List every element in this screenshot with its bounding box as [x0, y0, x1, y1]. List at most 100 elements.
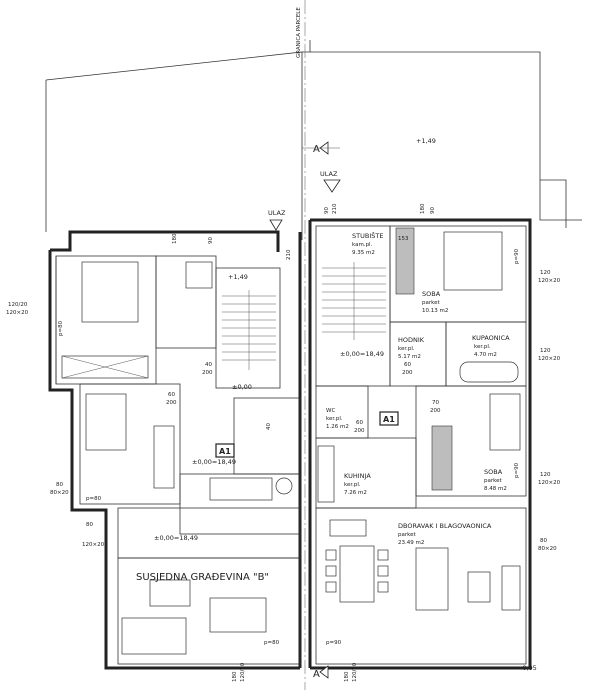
svg-text:120: 120 — [540, 472, 551, 478]
svg-text:5.17 m2: 5.17 m2 — [398, 354, 421, 360]
svg-text:parket: parket — [484, 478, 502, 484]
svg-text:p=90: p=90 — [326, 640, 342, 646]
right-bedroom-2 — [415, 385, 527, 497]
svg-text:120×20: 120×20 — [538, 356, 561, 362]
svg-text:80: 80 — [56, 482, 63, 488]
svg-text:10.13 m2: 10.13 m2 — [422, 308, 448, 314]
dining-table — [339, 545, 375, 603]
parcel-right-notch — [540, 179, 567, 228]
svg-text:200: 200 — [354, 428, 365, 434]
svg-text:ker.pl.: ker.pl. — [344, 482, 361, 488]
right-armchair — [467, 571, 491, 603]
wardrobe-1 — [61, 355, 149, 379]
svg-text:180: 180 — [232, 671, 238, 682]
svg-text:90: 90 — [208, 237, 214, 244]
room-label-stairwell: STUBIŠTE kam.pl. 9.35 m2 — [352, 231, 383, 256]
svg-text:200: 200 — [202, 370, 213, 376]
dining-chairs — [325, 549, 389, 593]
svg-text:HODNIK: HODNIK — [398, 336, 425, 344]
svg-text:p=90: p=90 — [514, 462, 520, 478]
svg-text:120×20: 120×20 — [6, 310, 29, 316]
left-counter — [209, 477, 273, 501]
single-bed — [85, 393, 127, 451]
left-stair-box — [215, 267, 281, 389]
svg-text:210: 210 — [332, 203, 338, 214]
svg-text:120×20: 120×20 — [538, 480, 561, 486]
room-label-hallway: HODNIK ker.pl. 5.17 m2 — [398, 336, 425, 360]
right-building-outer-wall — [310, 218, 532, 670]
dimension-labels: 120/20 120×20 80 80×20 80 120×20 120 120… — [6, 203, 561, 682]
elevation-left-living: ±0,00=18,49 — [154, 534, 198, 542]
svg-text:80: 80 — [86, 522, 93, 528]
double-bed-1 — [81, 261, 139, 323]
svg-text:80: 80 — [540, 538, 547, 544]
right-entrance-arrow — [323, 179, 341, 193]
svg-text:40: 40 — [266, 423, 272, 430]
left-sofa-2 — [209, 597, 267, 633]
svg-text:120×20: 120×20 — [82, 542, 105, 548]
svg-text:120/20: 120/20 — [8, 302, 28, 308]
right-tv-unit — [501, 565, 521, 611]
wardrobe-2 — [153, 425, 175, 489]
room-label-living: DBORAVAK I BLAGOVAONICA parket 23.49 m2 — [398, 522, 492, 546]
room-label-kitchen: KUHINJA ker.pl. 7.26 m2 — [344, 472, 371, 496]
svg-text:p=80: p=80 — [264, 640, 280, 646]
svg-text:ker.pl.: ker.pl. — [398, 346, 415, 352]
left-entrance-arrow — [269, 219, 283, 231]
elevation-left-stair: +1,49 — [228, 273, 248, 281]
kitchen-counter — [317, 445, 335, 503]
svg-text:180: 180 — [172, 233, 178, 244]
section-bottom-arrow — [319, 665, 329, 679]
left-building-outer-wall — [48, 250, 300, 670]
svg-text:4.70 m2: 4.70 m2 — [474, 352, 497, 358]
svg-text:WC: WC — [326, 408, 335, 414]
svg-text:kam.pl.: kam.pl. — [352, 242, 373, 248]
room-label-bathroom: KUPAONICA ker.pl. 4.70 m2 — [472, 334, 510, 358]
svg-text:200: 200 — [166, 400, 177, 406]
svg-text:STUBIŠTE: STUBIŠTE — [352, 231, 383, 240]
svg-text:60: 60 — [168, 392, 175, 398]
svg-text:60: 60 — [404, 362, 411, 368]
unit-badge-right — [379, 411, 399, 426]
elevation-right-stair: ±0,00=18,49 — [340, 350, 384, 358]
elevation-bottom-right: -0,05 — [520, 664, 537, 672]
elevation-top: +1,49 — [416, 137, 436, 145]
entrance-label-left: ULAZ — [268, 209, 286, 217]
right-wardrobe-1 — [395, 227, 415, 295]
svg-text:ker.pl.: ker.pl. — [326, 416, 343, 422]
svg-text:120: 120 — [540, 348, 551, 354]
section-marker-top: A — [313, 144, 320, 155]
svg-text:120/20: 120/20 — [352, 662, 358, 682]
svg-text:ker.pl.: ker.pl. — [474, 344, 491, 350]
svg-text:90: 90 — [324, 207, 330, 214]
svg-text:200: 200 — [402, 370, 413, 376]
right-wardrobe-2 — [431, 425, 453, 491]
right-sofa — [415, 547, 449, 611]
neighbor-building-label: SUSJEDNA GRAĐEVINA "B" — [136, 572, 269, 583]
left-living — [117, 557, 301, 665]
right-stairs — [322, 262, 386, 340]
left-bedroom-2 — [79, 383, 181, 505]
entrance-label-right: ULAZ — [320, 170, 338, 178]
unit-badge-right-text: A1 — [383, 415, 395, 424]
room-label-bedroom-1: SOBA parket 10.13 m2 — [422, 290, 448, 314]
left-building-top-wall — [50, 230, 280, 252]
right-double-bed — [443, 231, 503, 291]
svg-text:p=90: p=90 — [514, 248, 520, 264]
section-marker-bottom: A — [313, 669, 320, 680]
svg-text:120/20: 120/20 — [240, 662, 246, 682]
svg-text:120×20: 120×20 — [538, 278, 561, 284]
svg-text:210: 210 — [286, 249, 292, 260]
room-label-wc: WC ker.pl. 1.26 m2 — [326, 408, 349, 430]
svg-text:p=80: p=80 — [86, 496, 102, 502]
svg-text:80×20: 80×20 — [50, 490, 69, 496]
right-living-dining — [315, 507, 527, 665]
svg-text:40: 40 — [205, 362, 212, 368]
svg-text:parket: parket — [398, 532, 416, 538]
svg-text:1.26 m2: 1.26 m2 — [326, 424, 349, 430]
svg-text:80×20: 80×20 — [538, 546, 557, 552]
svg-text:60: 60 — [356, 420, 363, 426]
bathtub — [459, 361, 519, 383]
